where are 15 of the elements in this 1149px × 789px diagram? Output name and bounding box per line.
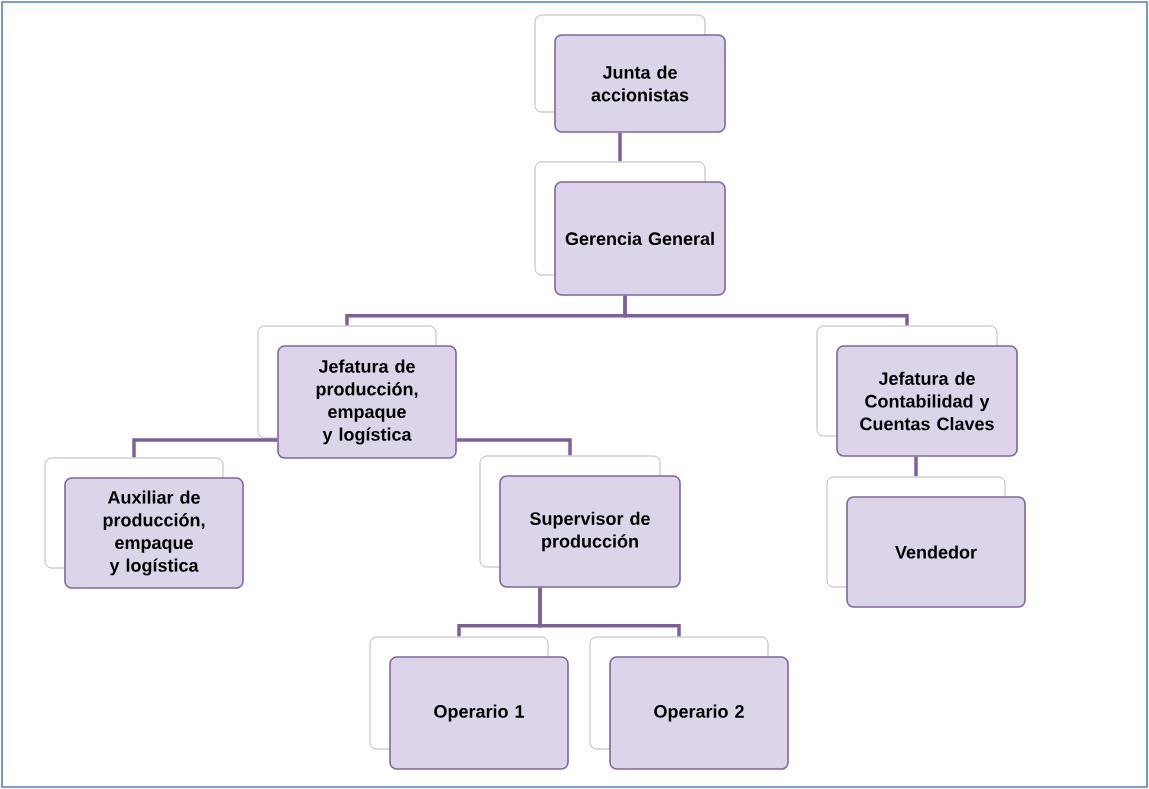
connector-line <box>618 132 622 162</box>
org-box: Vendedor <box>826 476 1026 608</box>
connector-line <box>914 456 918 477</box>
connector-line <box>623 295 909 326</box>
org-box: Jefatura de producción, empaque y logística <box>257 325 457 459</box>
org-box: Operario 1 <box>369 636 569 770</box>
connector-line <box>456 438 572 456</box>
org-box: Junta de accionistas <box>534 14 726 133</box>
connector-line <box>538 587 681 637</box>
org-box: Gerencia General <box>534 161 726 296</box>
org-box: Jefatura de Contabilidad y Cuentas Claves <box>816 325 1018 457</box>
org-box: Operario 2 <box>589 636 789 770</box>
org-box: Supervisor de producción <box>479 455 681 588</box>
org-box: Auxiliar de producción, empaque y logística <box>44 457 244 589</box>
connector-line <box>132 438 278 458</box>
